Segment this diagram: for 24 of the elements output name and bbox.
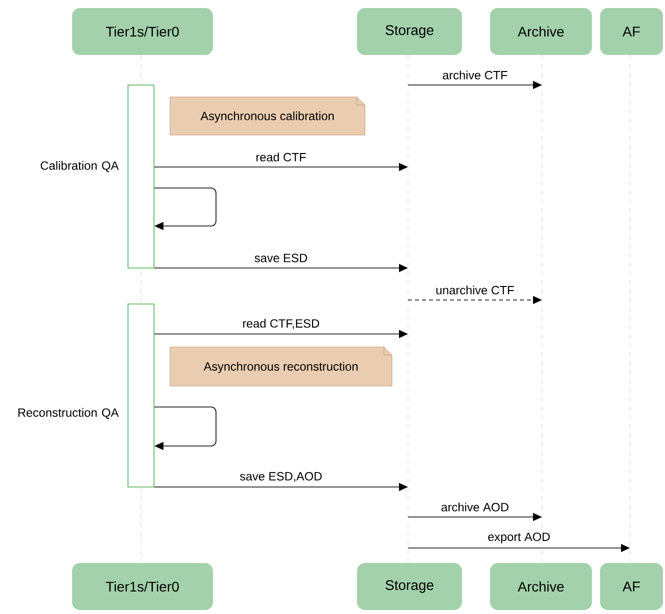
participant-box: Archive	[490, 563, 592, 610]
edge-label: export AOD	[486, 532, 552, 544]
edge-label: read CTF,ESD	[241, 318, 321, 330]
participant-box: AF	[600, 563, 663, 610]
activation-bar	[128, 84, 154, 268]
edge-label: archive CTF	[441, 70, 509, 80]
participant-box: Archive	[490, 8, 592, 55]
activation-bar	[128, 304, 154, 488]
edge-label: read CTF	[254, 152, 308, 162]
self-arrow	[154, 188, 216, 230]
edge-label: unarchive CTF	[434, 284, 516, 296]
edge-label: archive AOD	[440, 502, 510, 512]
participant-box: AF	[600, 8, 663, 55]
note: Asynchronous reconstruction	[170, 346, 392, 386]
self-arrow	[154, 406, 216, 450]
side-label: Calibration QA	[40, 161, 119, 172]
participant-box: Storage	[357, 8, 462, 55]
edge-label: save ESD	[253, 252, 309, 264]
note: Asynchronous calibration	[170, 96, 366, 136]
participant-box: Tier1s/Tier0	[72, 563, 213, 610]
edge-label: save ESD,AOD	[238, 471, 324, 483]
side-label: Reconstruction QA	[18, 408, 119, 419]
participant-box: Storage	[357, 563, 462, 610]
participant-box: Tier1s/Tier0	[72, 8, 213, 55]
